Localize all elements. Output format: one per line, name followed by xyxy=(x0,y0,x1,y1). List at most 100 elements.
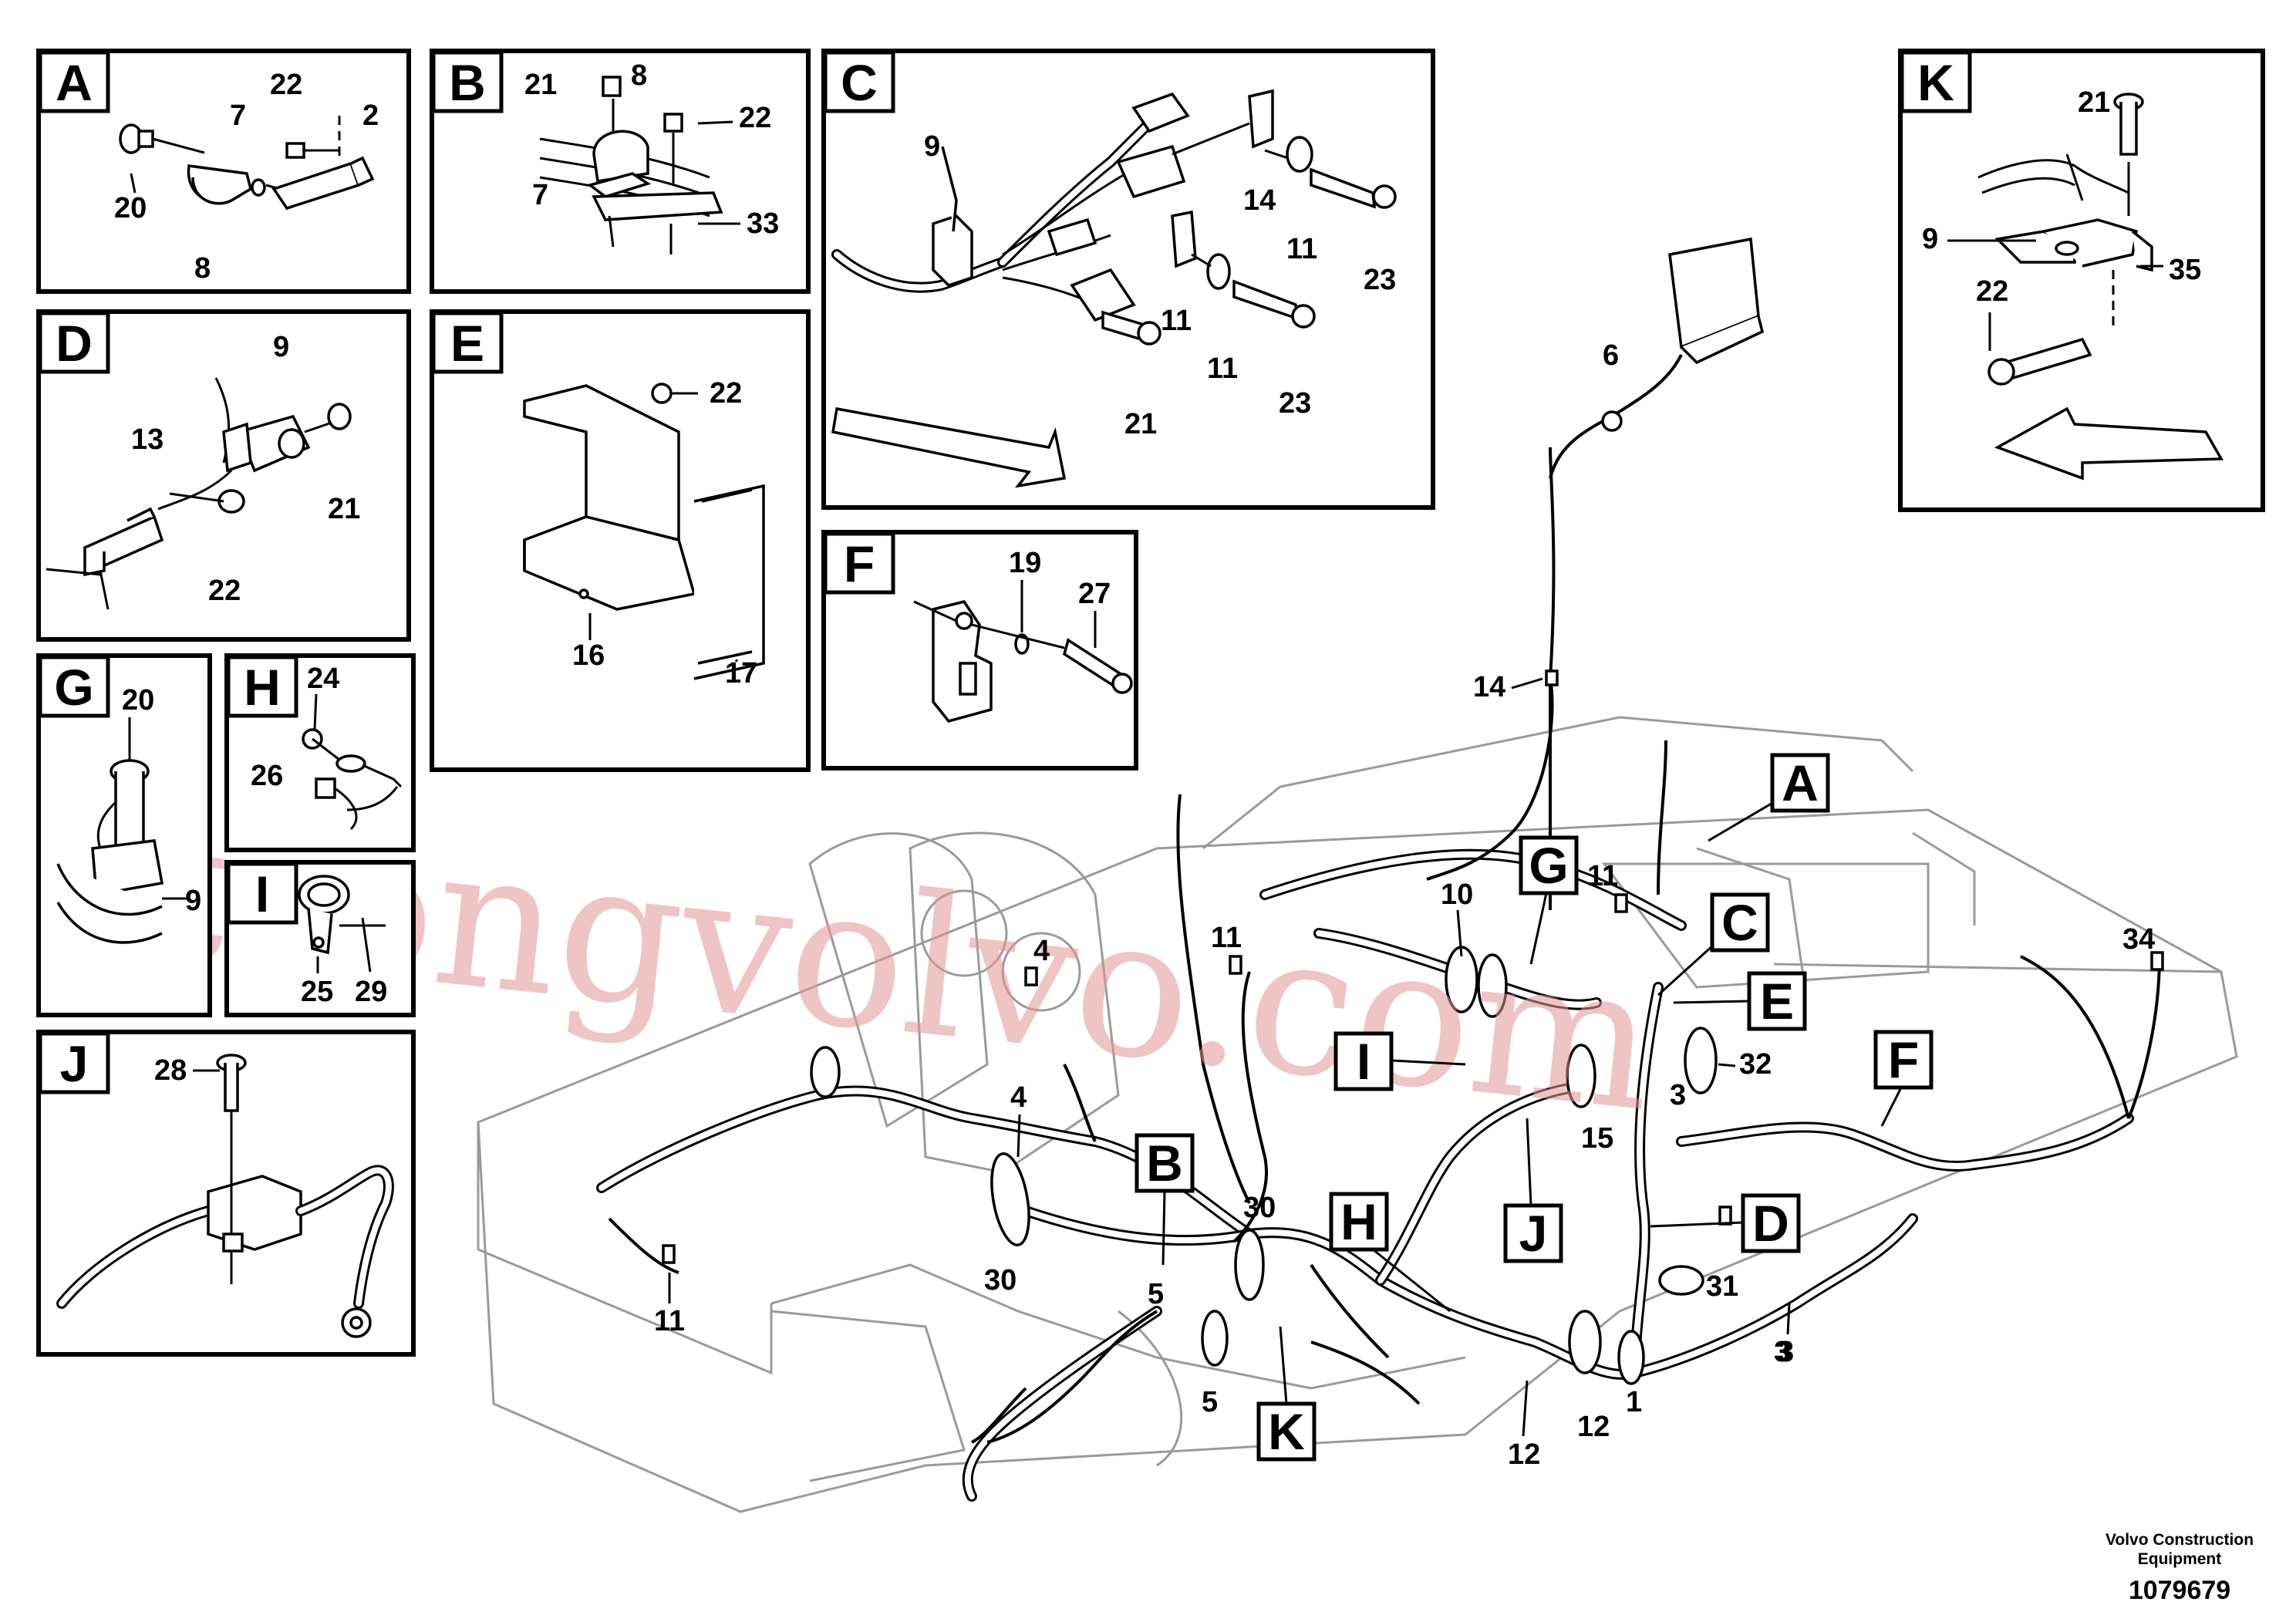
main-callout-30-left: 30 xyxy=(984,1264,1017,1297)
panel-a-callout-8: 8 xyxy=(194,252,211,285)
detail-panel-h: H 24 26 xyxy=(224,653,416,852)
panel-c-callout-23a: 23 xyxy=(1364,264,1396,296)
panel-c-callout-9: 9 xyxy=(924,130,940,163)
panel-b-callout-22: 22 xyxy=(739,102,771,134)
panel-c-callout-23b: 23 xyxy=(1279,387,1311,420)
main-callout-11-left: 11 xyxy=(1211,922,1242,954)
panel-b-callout-7: 7 xyxy=(532,179,548,211)
main-callout-3-low: 3 xyxy=(1778,1336,1794,1368)
drawing-number: 1079679 xyxy=(2129,1576,2230,1605)
panel-b-callout-33: 33 xyxy=(747,207,779,240)
panel-f-drawing xyxy=(913,600,1133,723)
main-assembly-drawing xyxy=(477,237,2238,1513)
panel-k-callout-21: 21 xyxy=(2078,86,2110,119)
main-tag-f: F xyxy=(1888,1031,1919,1088)
main-callout-11-bottom: 11 xyxy=(654,1305,685,1337)
detail-panel-e: E 22 16 17 xyxy=(430,309,811,772)
company-name-line2: Equipment xyxy=(2138,1550,2222,1568)
main-tag-j: J xyxy=(1519,1205,1548,1262)
panel-g-tag: G xyxy=(54,659,93,716)
panel-a-tag: A xyxy=(56,54,93,111)
panel-h-callout-26: 26 xyxy=(251,760,283,792)
panel-a-callout-22: 22 xyxy=(270,69,302,101)
panel-d-callout-9: 9 xyxy=(273,331,289,363)
panel-b-drawing xyxy=(539,76,723,255)
footer-block: Volvo Construction Equipment 1079679 xyxy=(2106,1531,2254,1605)
panel-a-callout-20: 20 xyxy=(114,192,147,224)
detail-panel-b: B 21 8 22 7 33 xyxy=(430,49,811,294)
main-callout-3-mid: 3 xyxy=(1670,1079,1686,1111)
main-callout-6: 6 xyxy=(1603,339,1619,372)
main-callout-3-right: 3 xyxy=(1774,1336,1790,1368)
panel-h-tag: H xyxy=(244,659,281,716)
panel-k-drawing xyxy=(1977,93,2224,481)
main-detail-tags: A G C E I F D B H J xyxy=(1135,753,1934,1462)
panel-i-callout-25: 25 xyxy=(301,976,333,1008)
panel-d-callout-21: 21 xyxy=(328,493,360,525)
main-callout-12-right: 12 xyxy=(1577,1411,1610,1443)
detail-panel-k: K 21 9 35 22 xyxy=(1898,49,2265,512)
panel-g-drawing xyxy=(56,759,189,944)
panel-i-drawing xyxy=(298,875,386,973)
panel-j-drawing xyxy=(56,1054,394,1338)
main-callout-31: 31 xyxy=(1706,1270,1738,1303)
panel-k-callout-9: 9 xyxy=(1922,223,1938,255)
panel-c-drawing xyxy=(831,89,1397,488)
main-callout-11-top: 11 xyxy=(1587,860,1618,892)
main-callout-14: 14 xyxy=(1473,671,1505,703)
main-callout-30-right: 30 xyxy=(1243,1192,1276,1224)
panel-i-tag: I xyxy=(255,865,269,922)
panel-a-callout-2: 2 xyxy=(362,99,379,132)
panel-f-tag: F xyxy=(844,535,875,592)
main-callout-4-upper: 4 xyxy=(1033,935,1050,967)
main-callout-34: 34 xyxy=(2122,923,2155,956)
panel-g-callout-9: 9 xyxy=(185,885,201,917)
main-tag-a: A xyxy=(1782,754,1819,811)
main-tag-i: I xyxy=(1357,1033,1371,1090)
main-tag-k: K xyxy=(1268,1403,1305,1460)
panel-h-callout-24: 24 xyxy=(307,663,339,695)
panel-b-callout-21: 21 xyxy=(524,69,557,101)
detail-panel-c: C xyxy=(821,49,1435,510)
panel-d-drawing xyxy=(46,377,352,610)
panel-e-callout-16: 16 xyxy=(572,639,605,672)
panel-j-tag: J xyxy=(60,1035,89,1092)
main-tag-b: B xyxy=(1146,1135,1183,1192)
main-callout-12-left: 12 xyxy=(1508,1438,1540,1471)
panel-e-tag: E xyxy=(450,315,484,372)
panel-d-tag: D xyxy=(56,315,93,372)
panel-d-callout-13: 13 xyxy=(131,423,164,456)
panel-k-callout-22: 22 xyxy=(1976,275,2008,308)
detail-panel-g: G 20 9 xyxy=(36,653,212,1017)
main-callout-5-lower: 5 xyxy=(1202,1386,1218,1418)
panel-c-tag: C xyxy=(841,54,878,111)
panel-k-callout-35: 35 xyxy=(2169,254,2201,286)
panel-a-callout-7: 7 xyxy=(230,99,246,132)
panel-h-drawing xyxy=(302,728,403,831)
panel-e-callout-17: 17 xyxy=(725,657,757,690)
main-callout-5-upper: 5 xyxy=(1148,1278,1164,1310)
main-callout-15: 15 xyxy=(1581,1122,1613,1155)
panel-e-drawing xyxy=(523,383,765,680)
panel-c-callout-11c: 11 xyxy=(1207,352,1238,385)
main-tag-d: D xyxy=(1752,1195,1789,1252)
detail-panel-d: D 9 13 21 22 xyxy=(36,309,411,642)
detail-panel-i: I 25 29 xyxy=(224,860,416,1017)
panel-a-drawing xyxy=(119,116,375,211)
panel-c-callout-14: 14 xyxy=(1243,184,1276,217)
panel-g-callout-20: 20 xyxy=(122,684,154,717)
main-tag-c: C xyxy=(1721,894,1758,951)
panel-c-callout-21: 21 xyxy=(1124,408,1157,440)
panel-f-callout-19: 19 xyxy=(1009,547,1041,579)
detail-panel-f: F 19 27 xyxy=(821,530,1138,771)
panel-b-tag: B xyxy=(449,54,486,111)
detail-panel-j: J 28 xyxy=(36,1030,416,1357)
panel-b-callout-8: 8 xyxy=(631,59,647,92)
panel-j-callout-28: 28 xyxy=(154,1054,187,1087)
panel-i-callout-29: 29 xyxy=(355,976,387,1008)
panel-e-callout-22: 22 xyxy=(710,377,742,410)
panel-d-callout-22: 22 xyxy=(208,575,241,607)
main-callout-10: 10 xyxy=(1441,878,1473,911)
main-tag-g: G xyxy=(1529,837,1568,894)
